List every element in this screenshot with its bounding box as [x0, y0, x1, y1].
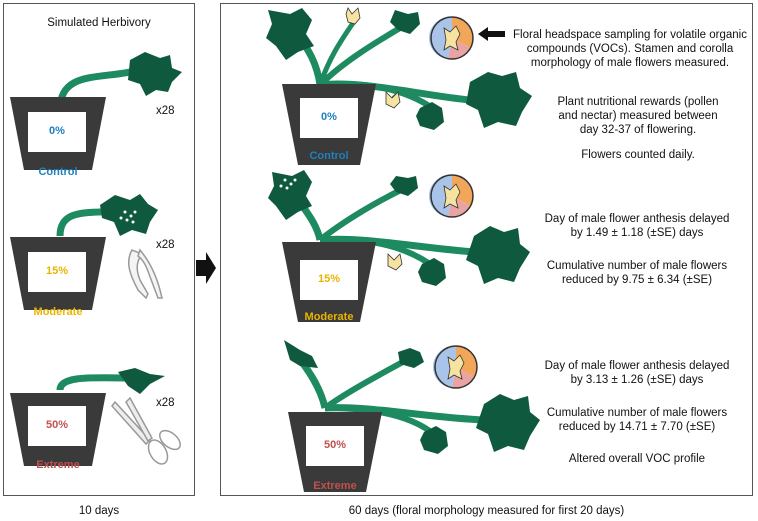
left-percent-extreme: 50%: [45, 419, 69, 431]
right-percent-control: 0%: [321, 111, 337, 123]
left-panel-title: Simulated Herbivory: [47, 17, 151, 29]
left-percent-control: 0%: [49, 125, 65, 137]
right-label-box-moderate: [300, 260, 358, 300]
leaf-icon: [128, 52, 182, 96]
moderate-note-anthesis: Day of male flower anthesis delayed by 1…: [544, 213, 730, 239]
left-percent-moderate: 15%: [45, 265, 69, 277]
left-multiplier-moderate: x28: [156, 239, 175, 251]
leaf-icon: [466, 226, 530, 284]
right-label-extreme: Extreme: [313, 480, 357, 492]
leaf-icon: [118, 368, 165, 394]
right-percent-moderate: 15%: [317, 273, 341, 285]
left-label-moderate: Moderate: [33, 306, 83, 318]
right-footer: 60 days (floral morphology measured for …: [348, 505, 625, 517]
left-label-box-control: [28, 112, 86, 152]
leaf-icon: [476, 394, 540, 452]
flower-chart-control: [428, 16, 474, 60]
leaf-icon: [266, 8, 314, 60]
left-label-control: Control: [38, 166, 78, 178]
right-plant-extreme: [284, 340, 540, 492]
leaf-icon: [390, 10, 420, 34]
leaf-icon: [418, 258, 446, 286]
tongs-icon: [127, 248, 163, 300]
left-label-extreme: Extreme: [36, 459, 80, 471]
flower-icon: [345, 7, 361, 25]
left-footer: 10 days: [78, 505, 120, 517]
moderate-note-cumulative: Cumulative number of male flowers reduce…: [546, 260, 728, 286]
leaf-icon: [100, 194, 158, 236]
flower-icon: [385, 91, 401, 109]
left-multiplier-extreme: x28: [156, 397, 175, 409]
right-label-box-control: [300, 98, 358, 138]
control-note-rewards: Plant nutritional rewards (pollen and ne…: [557, 96, 719, 136]
flower-chart-extreme: [432, 345, 478, 389]
leaf-icon: [398, 348, 424, 368]
left-label-box-moderate: [28, 252, 86, 292]
right-label-moderate: Moderate: [304, 311, 354, 323]
control-note-voc: Floral headspace sampling for volatile o…: [513, 29, 747, 69]
extreme-note-anthesis: Day of male flower anthesis delayed by 3…: [544, 360, 730, 386]
leaf-icon: [268, 170, 312, 220]
leaf-icon: [390, 176, 418, 196]
flower-chart-moderate: [428, 174, 474, 218]
arrow-right-icon: [196, 252, 216, 284]
left-multiplier-control: x28: [156, 105, 175, 117]
leaf-icon: [466, 72, 532, 128]
leaf-icon: [420, 426, 448, 454]
flower-icon: [387, 253, 403, 271]
right-percent-extreme: 50%: [323, 439, 347, 451]
right-label-control: Control: [309, 150, 349, 162]
control-note-counted: Flowers counted daily.: [581, 149, 695, 161]
extreme-note-cumulative: Cumulative number of male flowers reduce…: [546, 407, 728, 433]
leaf-icon: [416, 102, 444, 130]
leaf-icon: [284, 340, 318, 368]
scissors-icon: [111, 396, 181, 465]
extreme-note-voc: Altered overall VOC profile: [568, 453, 706, 465]
left-label-box-extreme: [28, 406, 86, 446]
right-label-box-extreme: [306, 426, 364, 466]
arrow-left-icon: [478, 27, 505, 41]
